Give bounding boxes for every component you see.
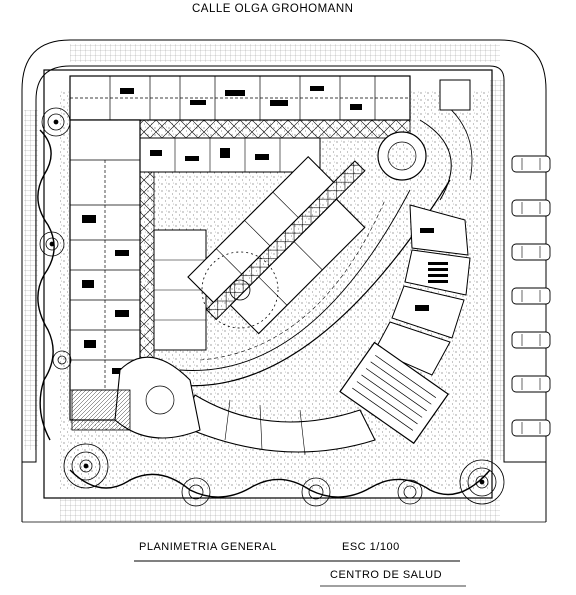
site-boundary — [43, 69, 493, 499]
bottom-curved-wing — [179, 394, 376, 453]
gatehouse — [439, 79, 471, 111]
bottom-planting — [69, 469, 491, 498]
sidewalk-paving-left — [24, 110, 38, 450]
drawing-subtitle: CENTRO DE SALUD — [330, 569, 443, 581]
fan-arc-inner — [179, 189, 411, 371]
fan-room-2 — [404, 249, 471, 296]
fan-room-1 — [409, 204, 469, 256]
fan-room-4 — [374, 321, 451, 376]
sidewalk-paving-right — [490, 80, 504, 460]
sidewalk-paving-bottom — [60, 498, 500, 522]
sidewalk-outline — [21, 39, 547, 463]
fan-arc-path — [199, 199, 386, 361]
fan-room-3 — [391, 285, 465, 339]
car-icon — [511, 155, 551, 437]
central-plaza-tree-ring — [201, 251, 279, 329]
drawing-scale: ESC 1/100 — [342, 541, 400, 553]
top-corridor — [109, 119, 411, 139]
tree-icon — [39, 107, 505, 507]
drawing-title: PLANIMETRIA GENERAL — [139, 541, 277, 553]
left-planting — [37, 129, 55, 441]
street-label: CALLE OLGA GROHOMANN — [192, 3, 354, 15]
round-hall — [114, 356, 201, 439]
sidewalk-paving-top — [70, 44, 500, 62]
left-corridor — [139, 171, 155, 383]
auditorium — [339, 341, 450, 445]
